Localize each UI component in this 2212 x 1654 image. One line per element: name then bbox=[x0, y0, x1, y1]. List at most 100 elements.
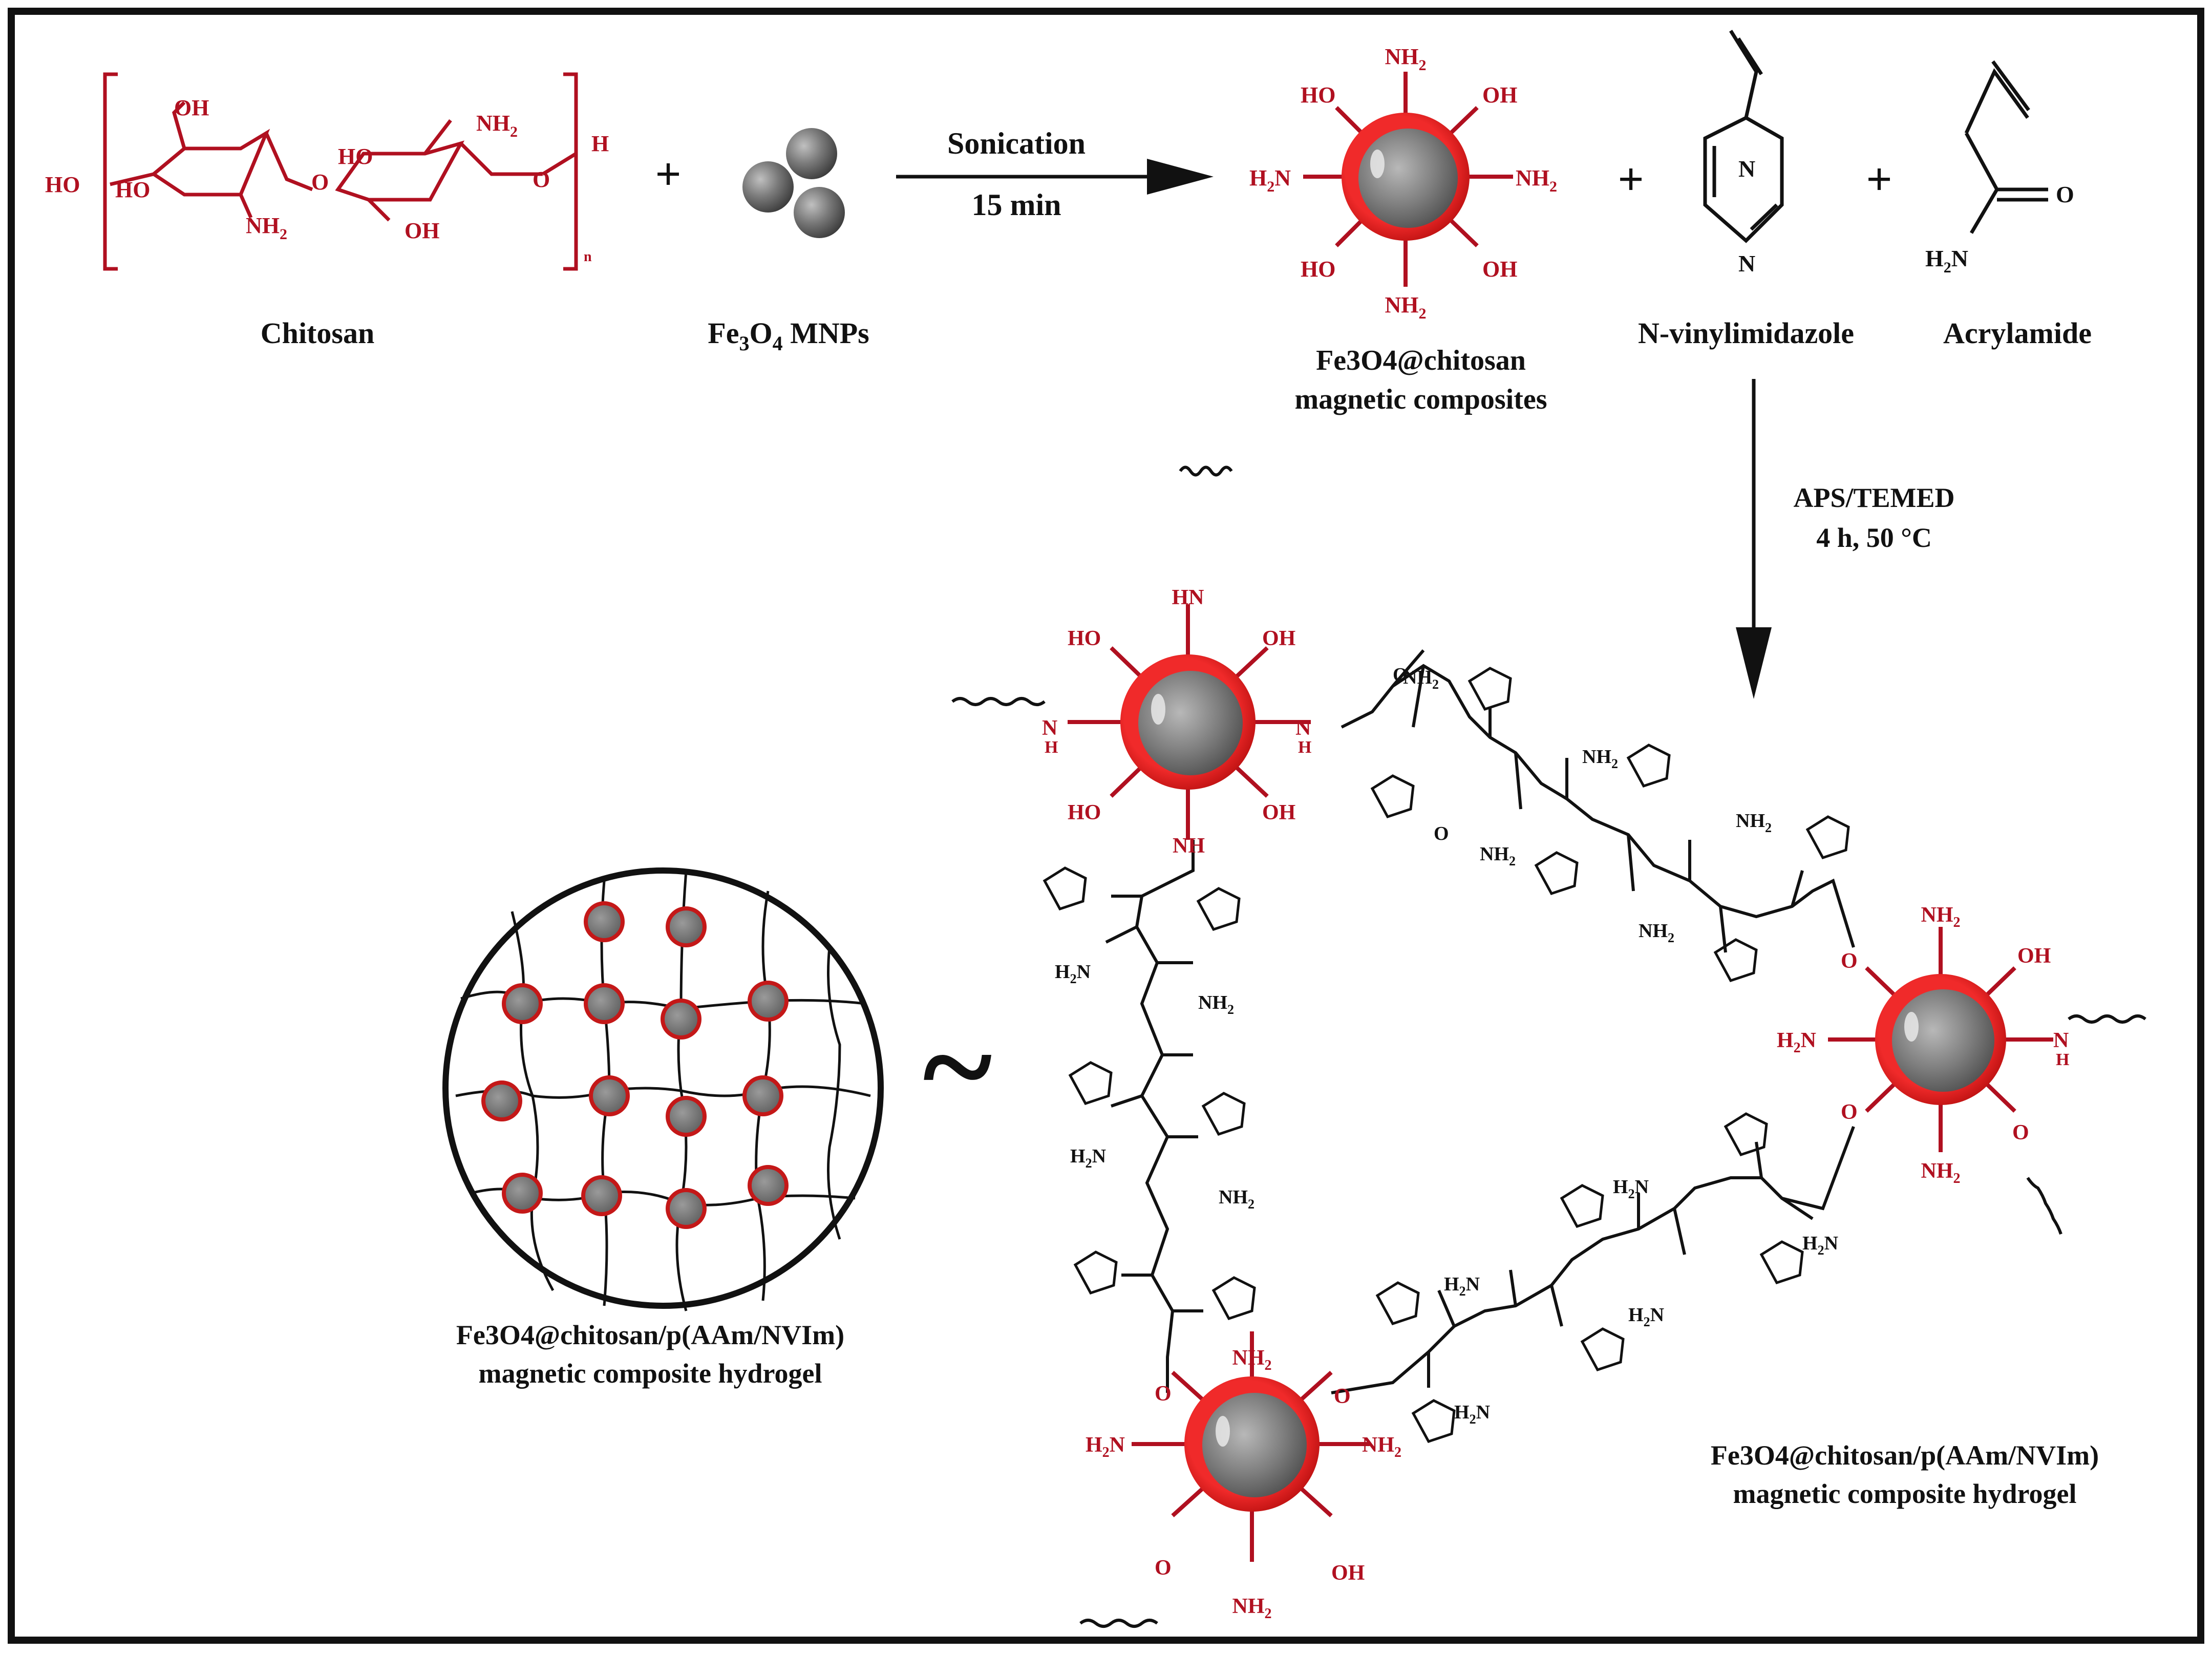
chitosan-nh2-1: NH2 bbox=[246, 213, 287, 243]
hydrogel-label-left-line2: magnetic composite hydrogel bbox=[479, 1358, 822, 1389]
svg-text:NH2: NH2 bbox=[1921, 903, 1961, 930]
svg-text:NH2: NH2 bbox=[1582, 746, 1618, 771]
network-particle-c bbox=[1132, 1331, 1370, 1562]
svg-text:NH2: NH2 bbox=[1385, 292, 1427, 322]
chitosan-h-end: H bbox=[591, 131, 609, 156]
hydrogel-label-left-line1: Fe3O4@chitosan/p(AAm/NVIm) bbox=[456, 1320, 844, 1350]
svg-text:HO: HO bbox=[1068, 627, 1101, 650]
chitosan-oh-2: OH bbox=[405, 218, 439, 243]
svg-text:NH2: NH2 bbox=[1480, 843, 1516, 868]
fe3o4-nanoparticles bbox=[742, 128, 845, 238]
svg-text:N: N bbox=[1042, 716, 1057, 740]
plus-sign-3: + bbox=[1866, 154, 1892, 205]
aps-temed-label: APS/TEMED bbox=[1793, 482, 1954, 513]
hydrogel-label-right-line2: magnetic composite hydrogel bbox=[1733, 1478, 2077, 1509]
hydrogel-label-right-line1: Fe3O4@chitosan/p(AAm/NVIm) bbox=[1711, 1440, 2099, 1471]
svg-text:OH: OH bbox=[1331, 1561, 1365, 1585]
svg-text:H2N: H2N bbox=[1777, 1029, 1816, 1056]
sonication-time: 15 min bbox=[971, 188, 1061, 222]
svg-text:O: O bbox=[1434, 823, 1449, 844]
svg-text:HO: HO bbox=[1068, 801, 1101, 824]
figure-frame bbox=[8, 8, 2204, 1644]
chitosan-ho-2: HO bbox=[338, 144, 373, 169]
aps-temed-conditions: 4 h, 50 °C bbox=[1816, 522, 1932, 553]
svg-text:H2N: H2N bbox=[1628, 1304, 1664, 1329]
svg-text:O: O bbox=[1155, 1556, 1172, 1580]
composite-label-line2: magnetic composites bbox=[1294, 384, 1547, 415]
svg-text:O: O bbox=[2012, 1121, 2029, 1144]
svg-text:H2N: H2N bbox=[1249, 165, 1291, 195]
svg-text:H2N: H2N bbox=[1802, 1233, 1838, 1258]
acrylamide-atoms: O H2N bbox=[1925, 181, 2074, 276]
svg-text:NH2: NH2 bbox=[1385, 44, 1427, 74]
svg-text:HO: HO bbox=[1301, 257, 1335, 282]
imidazole-rings bbox=[1043, 667, 1850, 1444]
acrylamide-structure bbox=[1964, 60, 2048, 234]
sonication-label: Sonication bbox=[947, 126, 1086, 160]
svg-text:OH: OH bbox=[1262, 801, 1295, 824]
polymer-chains bbox=[951, 465, 2146, 1628]
mnp-label: Fe3O4 MNPs bbox=[708, 316, 869, 355]
svg-text:OH: OH bbox=[1482, 257, 1517, 282]
composite-top-groups: NH2 NH2 H2N NH2 HO OH HO OH bbox=[1249, 44, 1557, 322]
chitosan-label: Chitosan bbox=[261, 316, 374, 350]
svg-text:OH: OH bbox=[1262, 627, 1295, 650]
svg-text:NH2: NH2 bbox=[1219, 1186, 1254, 1212]
network-particle-a-groups: HN NH NH HO OH HO OH NH bbox=[1042, 586, 1311, 858]
svg-text:H2N: H2N bbox=[1070, 1146, 1106, 1171]
hydrogel-schematic bbox=[442, 867, 884, 1311]
svg-text:NH2: NH2 bbox=[1198, 992, 1234, 1017]
network-particle-a bbox=[1068, 604, 1311, 840]
svg-text:H2N: H2N bbox=[1055, 961, 1091, 986]
svg-text:H: H bbox=[1045, 738, 1058, 757]
svg-text:O: O bbox=[2056, 181, 2074, 207]
equivalence-tilde: ~ bbox=[923, 993, 992, 1140]
composite-particle-top bbox=[1303, 72, 1513, 287]
svg-text:NH2: NH2 bbox=[1921, 1159, 1961, 1186]
network-particle-b bbox=[1828, 927, 2053, 1152]
svg-text:NH2: NH2 bbox=[1639, 920, 1674, 945]
chitosan-subscript-n: n bbox=[584, 249, 592, 265]
svg-text:NH: NH bbox=[1173, 834, 1205, 858]
plus-sign-1: + bbox=[655, 149, 681, 200]
n-vinylimidazole-structure bbox=[1703, 30, 1784, 243]
chitosan-ho-left: HO bbox=[45, 172, 80, 197]
svg-text:NH2: NH2 bbox=[1736, 810, 1772, 835]
nvim-label: N-vinylimidazole bbox=[1638, 316, 1854, 350]
svg-text:NH2: NH2 bbox=[1516, 165, 1557, 195]
network-particle-b-groups: NH2 NH2 H2N NH O OH O O bbox=[1777, 903, 2069, 1186]
svg-text:O: O bbox=[1393, 664, 1408, 686]
polymerization-arrowhead bbox=[1736, 627, 1772, 699]
sonication-arrowhead bbox=[1147, 159, 1214, 195]
svg-text:NH2: NH2 bbox=[1232, 1595, 1272, 1622]
svg-text:H2N: H2N bbox=[1086, 1433, 1125, 1460]
chitosan-o-end: O bbox=[533, 167, 550, 192]
chitosan-oh-top: OH bbox=[174, 95, 209, 120]
plus-sign-2: + bbox=[1618, 154, 1644, 205]
chitosan-ho-inner: HO bbox=[115, 177, 150, 202]
svg-text:H2N: H2N bbox=[1454, 1402, 1490, 1427]
svg-text:HO: HO bbox=[1301, 82, 1335, 108]
svg-text:O: O bbox=[1841, 1100, 1858, 1124]
svg-text:H: H bbox=[2056, 1050, 2069, 1069]
svg-text:HN: HN bbox=[1172, 586, 1204, 609]
network-particle-c-groups: NH2 NH2 H2N NH2 O O O OH bbox=[1086, 1346, 1401, 1622]
svg-text:O: O bbox=[1155, 1382, 1172, 1406]
svg-text:O: O bbox=[1334, 1385, 1351, 1408]
svg-text:N: N bbox=[1295, 716, 1311, 740]
svg-text:OH: OH bbox=[1482, 82, 1517, 108]
chitosan-nh2-2: NH2 bbox=[476, 111, 518, 140]
acrylamide-label: Acrylamide bbox=[1943, 316, 2092, 350]
chitosan-o-bridge: O bbox=[311, 169, 329, 195]
svg-text:OH: OH bbox=[2017, 944, 2051, 968]
svg-text:N: N bbox=[1738, 250, 1755, 277]
nvim-atoms: N N bbox=[1738, 156, 1755, 277]
chitosan-labels: OH HO HO NH2 O HO NH2 OH O H n bbox=[45, 95, 609, 265]
composite-label-line1: Fe3O4@chitosan bbox=[1316, 345, 1526, 376]
svg-text:O: O bbox=[1841, 949, 1858, 973]
chitosan-structure bbox=[103, 72, 578, 271]
svg-text:N: N bbox=[2053, 1029, 2069, 1052]
svg-text:H2N: H2N bbox=[1444, 1274, 1480, 1299]
